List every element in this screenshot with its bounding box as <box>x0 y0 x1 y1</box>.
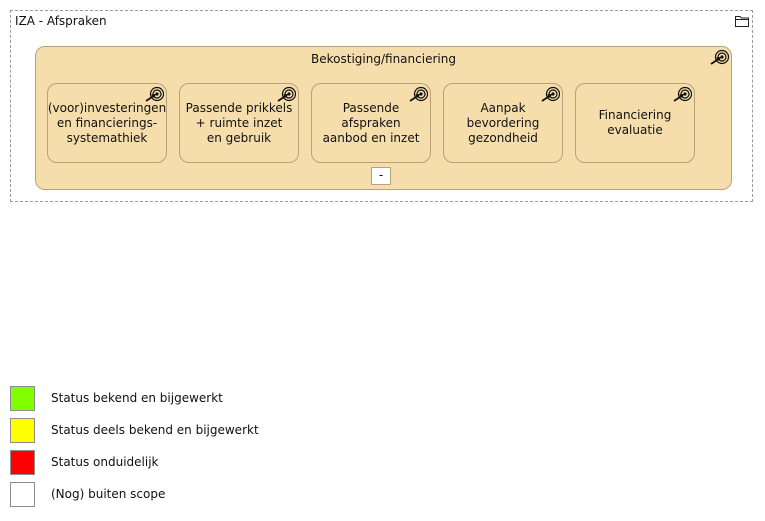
legend-label: (Nog) buiten scope <box>51 487 166 501</box>
group-title: IZA - Afspraken <box>15 14 107 28</box>
goal-icon <box>673 86 692 102</box>
legend-item-buiten-scope: (Nog) buiten scope <box>10 481 165 507</box>
card-passende-afspraken[interactable]: Passende afspraken aanbod en inzet <box>311 83 431 163</box>
card-label: Aanpak bevordering gezondheid <box>466 100 540 145</box>
legend-item-status-onduidelijk: Status onduidelijk <box>10 449 159 475</box>
goal-icon <box>145 86 164 102</box>
card-label: Passende afspraken aanbod en inzet <box>322 100 420 145</box>
container-title: Bekostiging/financiering <box>311 52 456 66</box>
card-label: Passende prikkels + ruimte inzet en gebr… <box>185 100 293 145</box>
legend-swatch <box>10 385 35 411</box>
collapse-button[interactable]: - <box>371 167 391 185</box>
legend-label: Status bekend en bijgewerkt <box>51 391 223 405</box>
card-financiering-evaluatie[interactable]: Financiering evaluatie <box>575 83 695 163</box>
legend-swatch <box>10 481 35 507</box>
legend-item-status-bekend: Status bekend en bijgewerkt <box>10 385 223 411</box>
goal-icon <box>710 49 729 65</box>
legend-swatch <box>10 449 35 475</box>
goal-icon <box>409 86 428 102</box>
legend-label: Status deels bekend en bijgewerkt <box>51 423 259 437</box>
legend-swatch <box>10 417 35 443</box>
legend-item-status-deels-bekend: Status deels bekend en bijgewerkt <box>10 417 259 443</box>
group-iza-afspraken[interactable]: IZA - Afspraken Bekostiging/financiering… <box>10 10 753 202</box>
card-label: (voor)investeringen en financierings- sy… <box>47 100 167 145</box>
goal-icon <box>541 86 560 102</box>
folder-icon <box>735 16 749 27</box>
container-bekostiging-financiering[interactable]: Bekostiging/financiering (voor)investeri… <box>35 46 732 190</box>
legend-label: Status onduidelijk <box>51 455 159 469</box>
card-aanpak-bevordering[interactable]: Aanpak bevordering gezondheid <box>443 83 563 163</box>
card-passende-prikkels[interactable]: Passende prikkels + ruimte inzet en gebr… <box>179 83 299 163</box>
goal-icon <box>277 86 296 102</box>
card-voorinvesteringen[interactable]: (voor)investeringen en financierings- sy… <box>47 83 167 163</box>
card-label: Financiering evaluatie <box>598 108 672 137</box>
